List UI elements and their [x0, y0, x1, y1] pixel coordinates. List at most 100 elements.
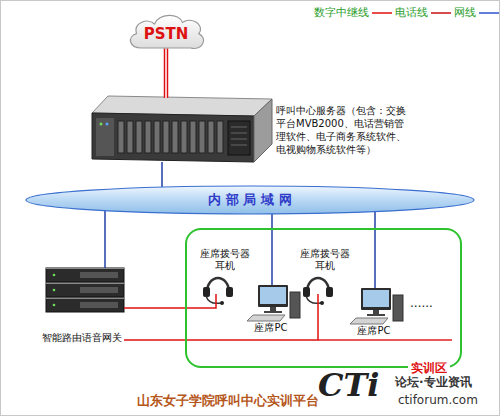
mic-boom [306, 296, 321, 303]
monitor-stand [270, 307, 276, 311]
connector-line [124, 294, 216, 308]
node-text: 内 部 局 域 网 [208, 191, 291, 209]
server-node: 呼叫中心服务器（包含：交换平台MVB2000、电话营销管理软件、电子商务系统软件… [90, 95, 272, 163]
ear-cup [326, 287, 333, 297]
drive-bay [136, 121, 142, 153]
legend-line [431, 12, 451, 14]
connector-line [271, 214, 273, 285]
node-text: 智能路由语音网关 [38, 331, 126, 344]
ear-cup [303, 287, 310, 297]
watermark-text: ctiforum.com [398, 393, 478, 407]
gateway-node: 智能路由语音网关 [38, 262, 126, 344]
gateway-edge [46, 283, 124, 284]
ear-cup [203, 287, 210, 297]
keyboard [247, 315, 285, 321]
pc-tower [290, 292, 300, 318]
connector [105, 211, 106, 268]
connector-line [374, 212, 376, 288]
monitor-frame [361, 288, 391, 310]
drive-bay [190, 121, 196, 153]
connector-line [161, 162, 163, 187]
node-text: 座席PC [343, 325, 405, 337]
mic-tip [220, 301, 224, 305]
server-grille [231, 133, 247, 134]
network-band: 内 部 局 域 网 [25, 185, 475, 215]
watermark-text: 论坛·专业资讯 [395, 374, 472, 391]
legend-line-sample [430, 9, 452, 17]
drive-bay [217, 121, 223, 153]
band-shape [26, 186, 474, 214]
node-text: 座席拨号器 耳机 [298, 248, 352, 272]
legend-entry: 电话线 [395, 5, 452, 20]
headset-band [207, 278, 229, 292]
monitor-base [367, 314, 385, 316]
gateway-led [53, 304, 56, 307]
node-text: 实训区 [408, 361, 450, 375]
server-led [106, 123, 109, 126]
gateway-ports [80, 272, 118, 278]
server-grille [231, 127, 247, 128]
connector [166, 48, 167, 98]
connector [124, 294, 216, 308]
watermark-text: CTi [318, 366, 379, 404]
mic-boom [206, 296, 221, 303]
mic-tip [320, 301, 324, 305]
monitor-stand [373, 310, 379, 314]
headset-node: 座席拨号器 耳机 [298, 248, 352, 294]
headset-illustration [303, 278, 333, 305]
gateway-led [53, 274, 56, 277]
drive-bay [172, 121, 178, 153]
legend-line [479, 12, 499, 14]
keyboard [350, 318, 388, 324]
server-panel [228, 121, 250, 155]
cloud-shape [130, 15, 203, 48]
connector-line [124, 294, 318, 340]
ellipsis-label: ...... [410, 296, 433, 310]
drive-bay [163, 121, 169, 153]
drive-bay [127, 121, 133, 153]
gateway-illustration [46, 268, 124, 312]
drive-bay [199, 121, 205, 153]
pc-node: 座席PC [240, 282, 302, 334]
phone-wire [318, 339, 452, 341]
node-text: 座席PC [240, 322, 302, 334]
connector-line [164, 48, 169, 98]
legend-line-sample [371, 9, 393, 17]
monitor-base [264, 311, 282, 313]
ear-cup [226, 287, 233, 297]
gateway-unit [46, 298, 124, 312]
monitor-frame [258, 285, 288, 307]
legend-text: 网线 [454, 5, 476, 20]
node-text: 呼叫中心服务器（包含：交换平台MVB2000、电话营销管理软件、电子商务系统软件… [276, 104, 410, 156]
headset-node: 座席拨号器 耳机 [198, 248, 252, 294]
gateway-unit [46, 268, 124, 282]
connector [272, 214, 273, 285]
node-text: PSTN [144, 25, 189, 43]
pc-illustration [247, 285, 300, 321]
headset-band [307, 278, 329, 292]
gateway-ports [80, 287, 118, 293]
gateway-ports [80, 302, 118, 308]
gateway-unit [46, 283, 124, 297]
connector [375, 212, 376, 288]
connector-line [104, 211, 106, 268]
caption-text: 山东女子学院呼叫中心实训平台 [128, 392, 328, 410]
server-grille [231, 139, 247, 140]
legend-entry: 网线 [454, 5, 500, 20]
server-panel [96, 118, 114, 156]
server-led [100, 123, 103, 126]
legend-text: 数字中继线 [314, 5, 369, 20]
server-side [254, 99, 272, 162]
cloud-node: PSTN [125, 8, 207, 56]
drive-bay [181, 121, 187, 153]
legend: 数字中继线 电话线 网线 [314, 5, 500, 20]
node-text: 座席拨号器 耳机 [198, 248, 252, 272]
legend-line [372, 12, 392, 14]
drive-bay [145, 121, 151, 153]
legend-text: 电话线 [395, 5, 428, 20]
server-front [92, 113, 254, 162]
pc-illustration [350, 288, 403, 324]
server-illustration [92, 96, 272, 162]
connector-inner [165, 48, 167, 98]
